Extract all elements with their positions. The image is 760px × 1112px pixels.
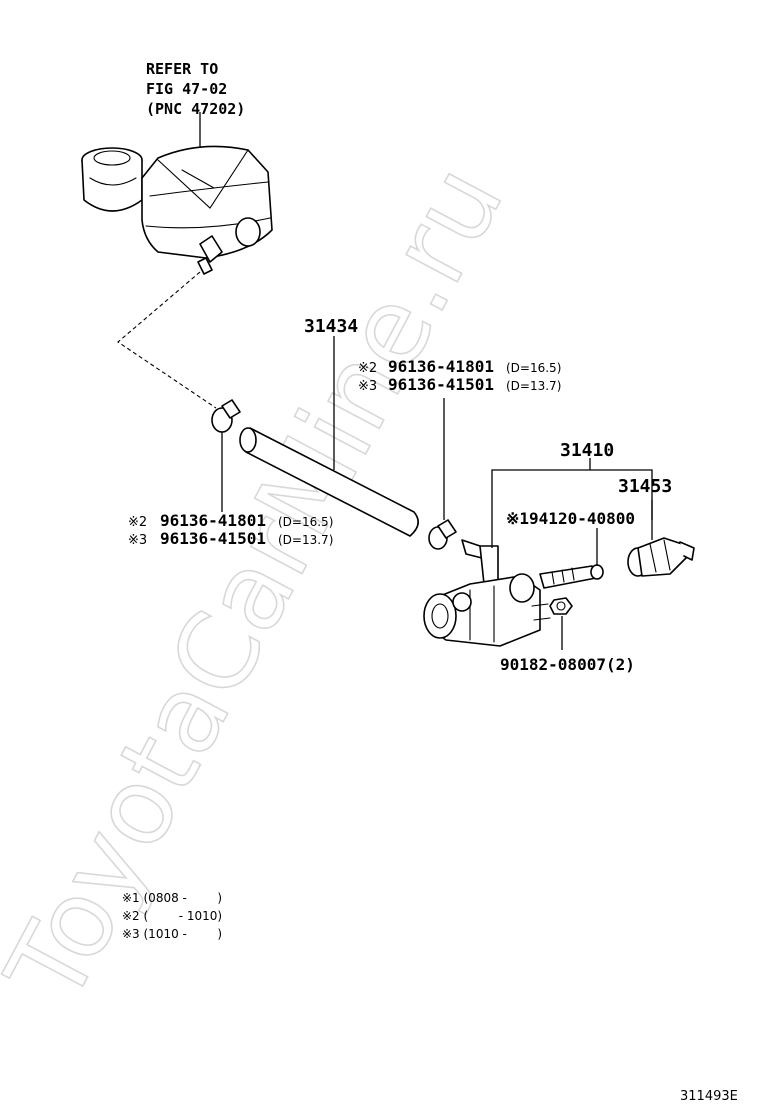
clamp-upper-row1-spec: (D=16.5)	[506, 361, 561, 375]
clamp-lower-row1-mark: ※2	[128, 515, 147, 530]
clamp-lower-row2-part-number: 96136-41501	[160, 529, 266, 548]
bolt-part-number: ※194120-40800	[506, 509, 635, 528]
clamp-lower-row2-spec: (D=13.7)	[278, 533, 333, 547]
hose-drawing	[239, 427, 419, 537]
clamp-lower-row1-part-number: 96136-41801	[160, 511, 266, 530]
boot-drawing	[627, 537, 695, 577]
clamp-lower-row1-spec: (D=16.5)	[278, 515, 333, 529]
reference-line-1: REFER TO	[146, 60, 218, 78]
cylinder-part-number: 31410	[560, 440, 614, 461]
nut-drawing	[549, 597, 573, 615]
clamp-upper-row1-part-number: 96136-41801	[388, 357, 494, 376]
clamp-lower-row2-mark: ※3	[128, 533, 147, 548]
release-cylinder-drawing	[423, 539, 604, 647]
nut-part-number: 90182-08007(2)	[500, 655, 635, 674]
clamp-upper-row2-spec: (D=13.7)	[506, 379, 561, 393]
watermark: ToyotaCarMine.ru	[0, 146, 527, 1022]
hose-routing-dashed-line	[117, 271, 217, 409]
clamp-upper-row2-mark: ※3	[358, 379, 377, 394]
note-2: ※2 ( - 1010)	[122, 909, 222, 923]
reference-line-3: (PNC 47202)	[146, 100, 245, 118]
figure-id: 311493E	[680, 1089, 738, 1104]
note-3: ※3 (1010 - )	[122, 927, 222, 941]
boot-part-number: 31453	[618, 476, 672, 497]
hose-part-number: 31434	[304, 316, 358, 337]
clamp-upper-drawing	[211, 399, 241, 433]
clamp-upper-row2-part-number: 96136-41501	[388, 375, 494, 394]
clamp-mid-drawing	[428, 519, 457, 550]
cylinder-bracket	[491, 469, 653, 548]
clamp-upper-row1-mark: ※2	[358, 361, 377, 376]
reference-line-2: FIG 47-02	[146, 80, 227, 98]
reservoir-drawing	[81, 145, 273, 275]
note-1: ※1 (0808 - )	[122, 891, 222, 905]
